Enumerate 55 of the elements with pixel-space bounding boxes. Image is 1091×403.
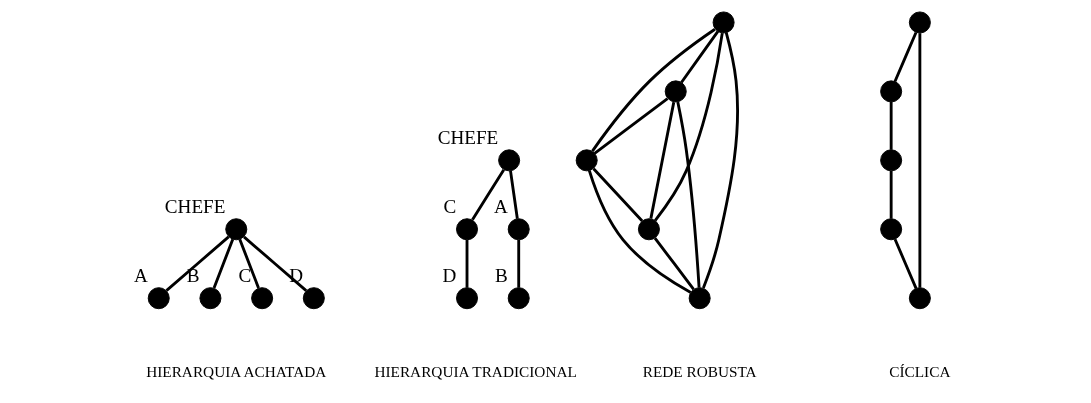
node-circle [664,80,687,103]
node-label: C [238,264,251,286]
node-label: CHEFE [164,195,225,217]
connector [212,238,234,289]
label: REDE ROBUSTA [642,363,757,381]
connector [593,97,668,155]
connector [587,170,691,294]
connector [508,170,519,219]
connector [465,239,468,288]
node-label: C [442,195,456,217]
node-circle [879,80,902,103]
node-circle [908,287,931,310]
node-circle [879,218,902,241]
connector [653,32,724,222]
connector [889,170,893,219]
connector [648,101,675,219]
node-label: CHEFE [437,127,498,149]
node-circle [688,287,711,310]
node-circle [250,287,273,310]
node-circle [497,149,520,172]
connector [893,238,917,289]
connector [701,32,739,289]
connector [893,31,917,83]
connector [592,167,643,223]
node-circle [455,287,478,310]
label: CÍCLICA [888,363,950,381]
connector [164,235,229,292]
connector [679,30,719,84]
node-circle [879,149,902,172]
node-circle [224,218,247,241]
connector [653,237,695,291]
node-circle [302,287,325,310]
connector [470,169,505,221]
label: HIERARQUIA TRADICIONAL [373,363,577,381]
node-circle [575,149,598,172]
node-circle [908,11,931,34]
node-circle [147,287,170,310]
connector [917,33,921,288]
connector [675,101,701,288]
node-label: D [441,264,456,286]
label: HIERARQUIA ACHATADA [145,363,326,381]
connector [889,101,893,150]
node-circle [637,218,660,241]
connector [237,238,260,289]
node-circle [507,287,530,310]
node-circle [712,11,735,34]
node-label: A [133,264,148,286]
node-circle [507,218,530,241]
connector [590,28,716,152]
node-circle [455,218,478,241]
node-circle [198,287,221,310]
node-label: B [494,264,508,286]
connector [516,239,520,288]
connector [242,235,307,292]
node-label: A [493,195,508,217]
